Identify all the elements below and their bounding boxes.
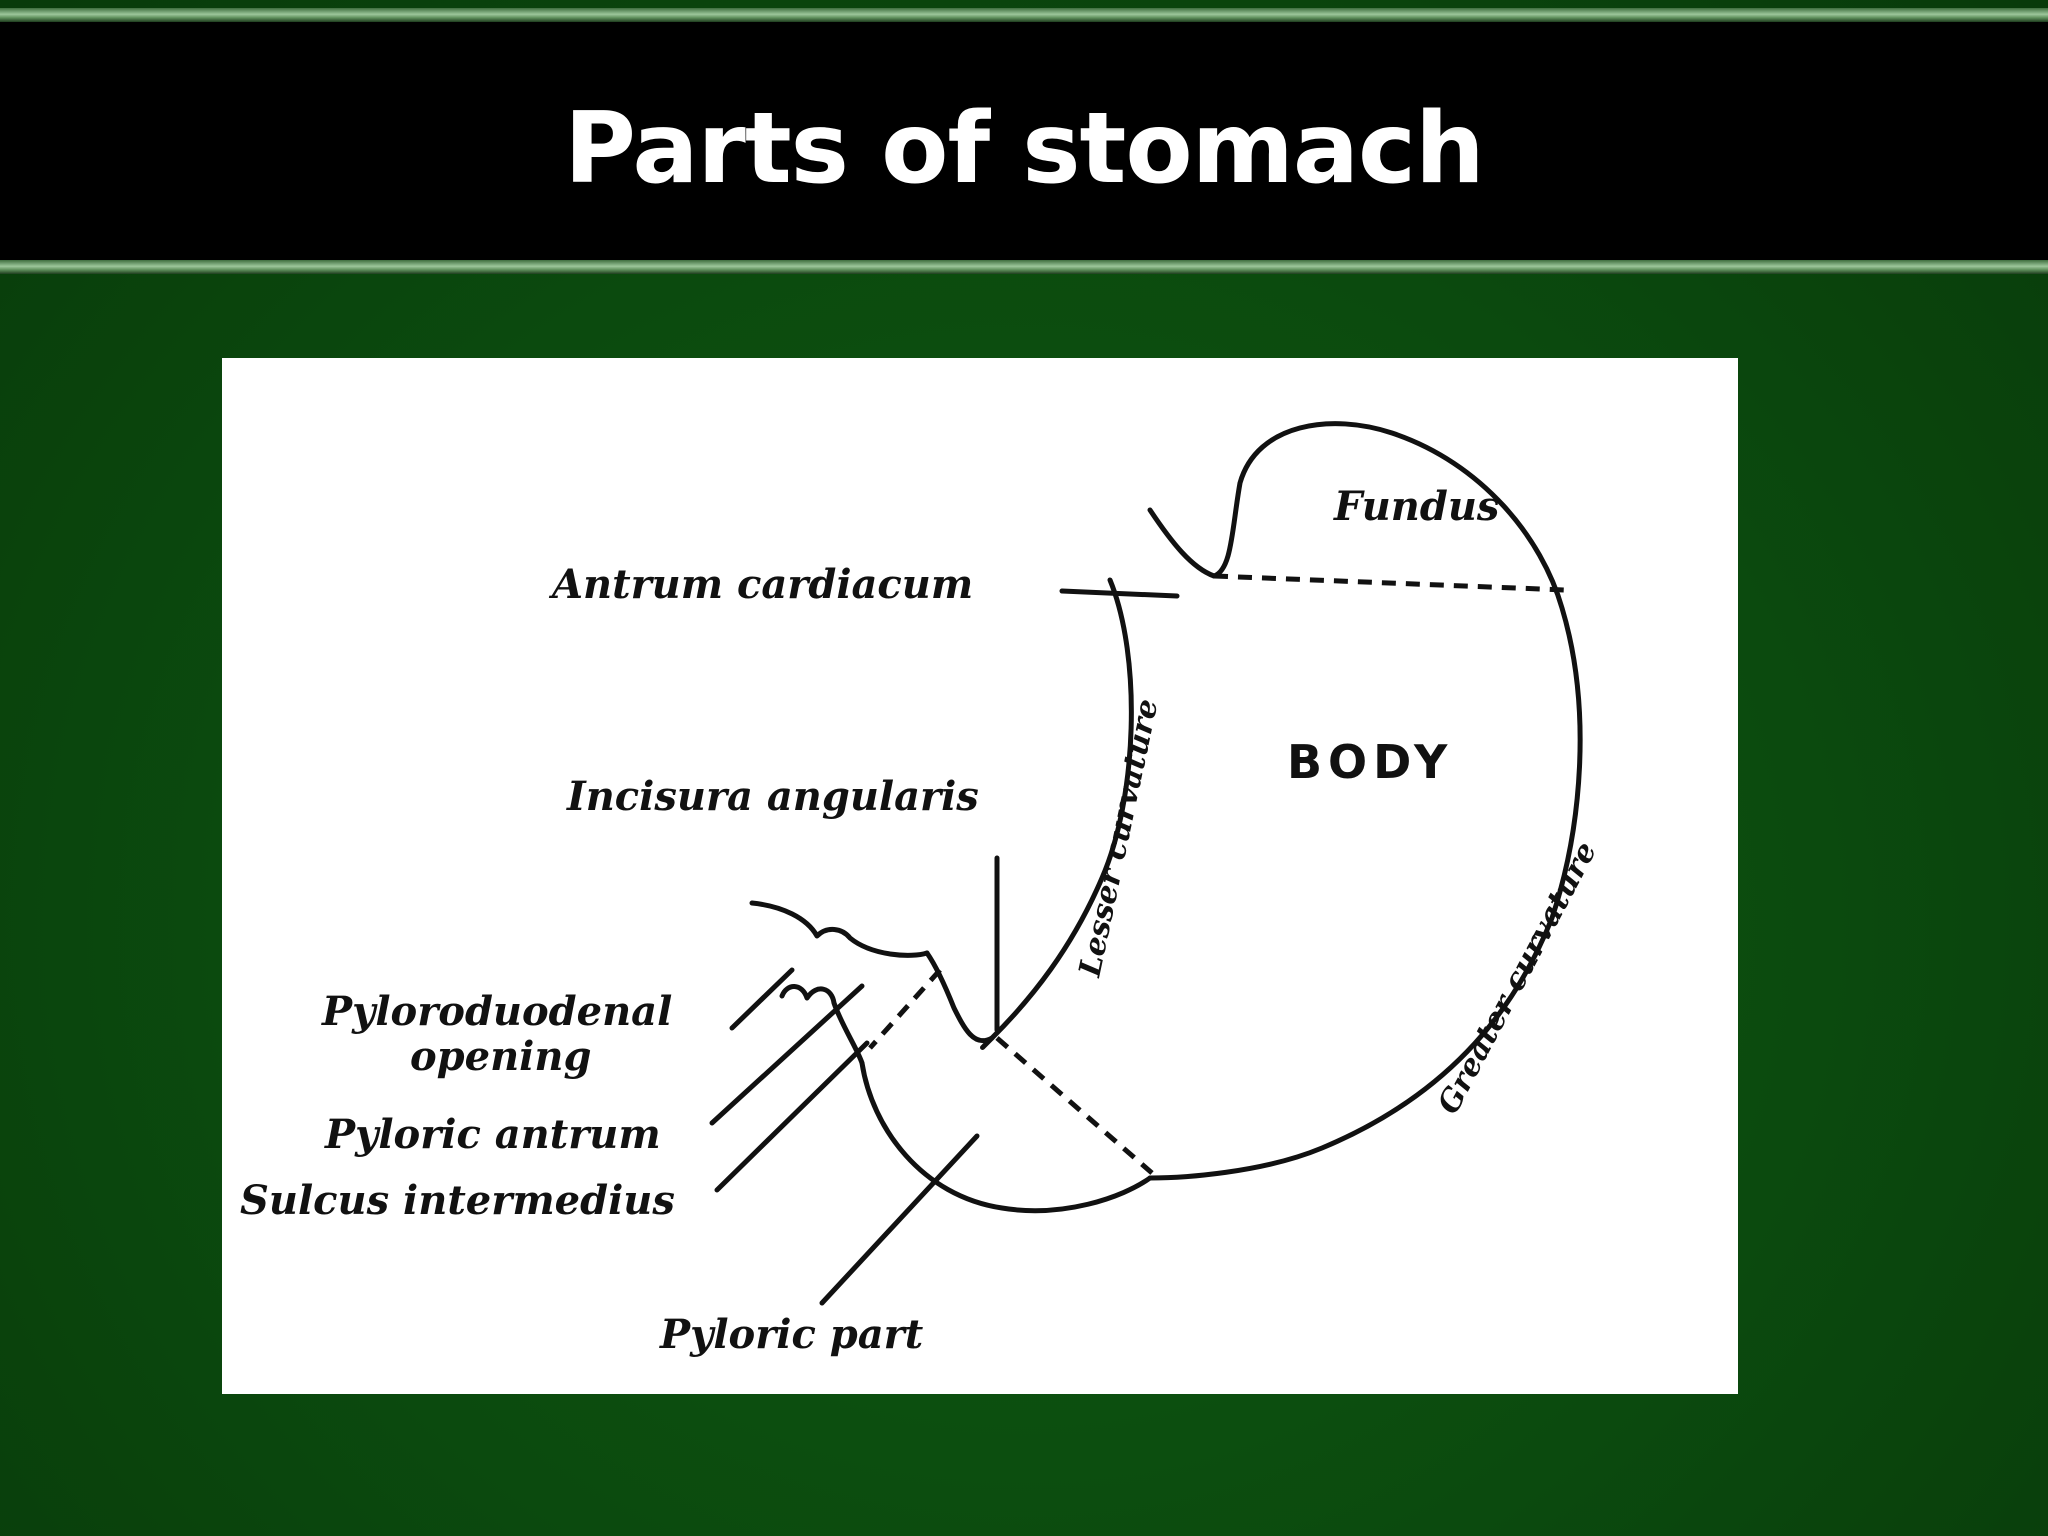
- pyloric-bulge-outline: [859, 1060, 1153, 1214]
- label-antrum-cardiacum: Antrum cardiacum: [548, 561, 973, 608]
- stomach-diagram: Fundus Antrum cardiacum BODY Lesser curv…: [240, 421, 1604, 1358]
- label-fundus: Fundus: [1333, 483, 1499, 530]
- label-incisura-angularis: Incisura angularis: [566, 773, 979, 820]
- label-pyloroduodenal-line1: Pyloroduodenal: [321, 988, 672, 1035]
- incisura-notch: [924, 950, 995, 1044]
- duodenum-outline: [749, 900, 930, 958]
- pyloric-part-pointer: [819, 1133, 980, 1306]
- label-pyloric-part: Pyloric part: [659, 1311, 924, 1358]
- antrum-cardiacum-tick: [1059, 588, 1180, 599]
- label-pyloroduodenal-line2: opening: [410, 1033, 591, 1080]
- pylorus-outline: [779, 984, 865, 1066]
- fundus-body-divider: [1213, 573, 1566, 593]
- pyloric-antrum-pointer: [709, 983, 865, 1126]
- pyloroduodenal-pointer: [729, 967, 795, 1031]
- label-lesser-curvature: Lesser curvature: [1072, 696, 1165, 981]
- top-decorative-stripe: [0, 8, 2048, 22]
- bottom-decorative-stripe: [0, 260, 2048, 274]
- greater-curvature-outline: [1147, 421, 1583, 1181]
- title-band: [0, 22, 2048, 260]
- body-pyloric-divider: [995, 1036, 1154, 1175]
- label-sulcus-intermedius: Sulcus intermedius: [240, 1177, 675, 1224]
- label-pyloric-antrum: Pyloric antrum: [324, 1111, 661, 1158]
- pyloric-antrum-divider: [868, 968, 942, 1050]
- slide-title: Parts of stomach: [564, 92, 1485, 206]
- esophagus-edge: [1147, 507, 1217, 579]
- diagram-panel: Fundus Antrum cardiacum BODY Lesser curv…: [222, 358, 1738, 1394]
- sulcus-intermedius-pointer: [714, 1040, 870, 1193]
- label-greater-curvature: Greater curvature: [1431, 836, 1604, 1119]
- label-body: BODY: [1287, 735, 1453, 789]
